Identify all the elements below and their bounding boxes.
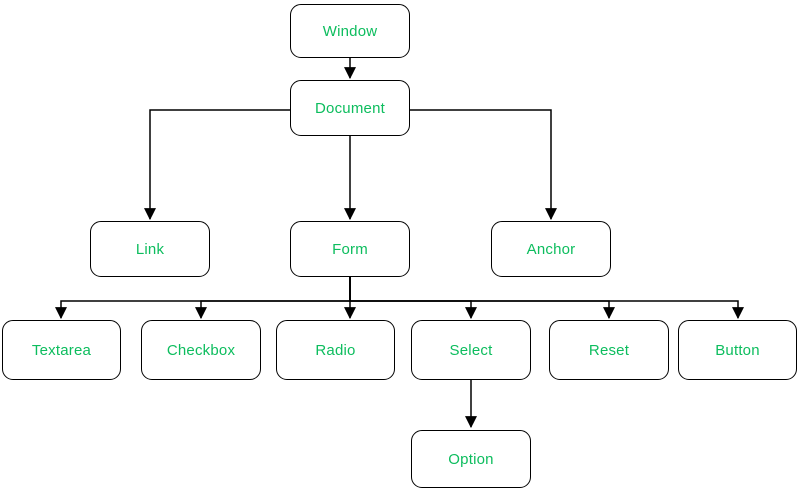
node-select: Select	[411, 320, 531, 380]
node-window: Window	[290, 4, 410, 58]
node-document: Document	[290, 80, 410, 136]
node-reset: Reset	[549, 320, 669, 380]
node-checkbox-label: Checkbox	[166, 341, 236, 359]
node-anchor-label: Anchor	[526, 240, 576, 258]
node-textarea: Textarea	[2, 320, 121, 380]
node-button-label: Button	[715, 341, 760, 359]
edge-form-checkbox	[195, 277, 351, 320]
node-radio: Radio	[276, 320, 395, 380]
node-document-label: Document	[315, 99, 385, 117]
edge-form-reset	[349, 277, 615, 320]
node-form: Form	[290, 221, 410, 277]
node-reset-label: Reset	[588, 341, 630, 359]
node-window-label: Window	[322, 22, 378, 40]
node-anchor: Anchor	[491, 221, 611, 277]
node-radio-label: Radio	[315, 341, 356, 359]
edge-form-textarea	[55, 277, 351, 320]
node-link-label: Link	[135, 240, 165, 258]
node-option-label: Option	[448, 450, 494, 468]
edge-document-link	[144, 109, 290, 221]
edge-form-select	[349, 277, 477, 320]
node-checkbox: Checkbox	[141, 320, 261, 380]
node-select-label: Select	[449, 341, 493, 359]
edge-document-anchor	[410, 109, 557, 221]
node-button: Button	[678, 320, 797, 380]
edge-form-button	[349, 277, 744, 320]
node-link: Link	[90, 221, 210, 277]
node-option: Option	[411, 430, 531, 488]
node-textarea-label: Textarea	[31, 341, 92, 359]
node-form-label: Form	[332, 240, 368, 258]
